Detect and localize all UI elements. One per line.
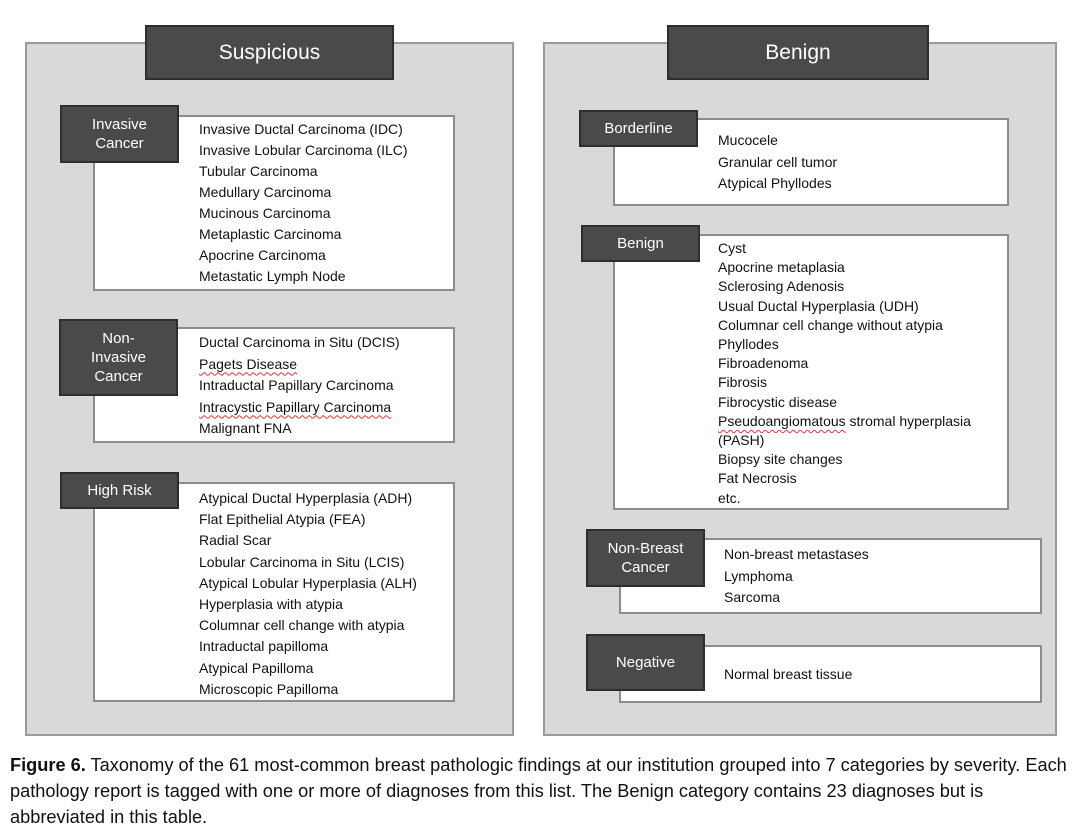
- list-item: Phyllodes: [718, 336, 779, 353]
- list-item: Non-breast metastases: [724, 546, 869, 562]
- list-item: Malignant FNA: [199, 420, 292, 436]
- list-item: Columnar cell change without atypia: [718, 316, 943, 333]
- non-breast-cancer-list: Non-breast metastases Lymphoma Sarcoma: [724, 544, 869, 609]
- list-item: Biopsy site changes: [718, 451, 843, 468]
- list-item: Mucocele: [718, 132, 778, 148]
- non-breast-cancer-tag: Non-Breast Cancer: [586, 529, 705, 587]
- invasive-cancer-list: Invasive Ductal Carcinoma (IDC) Invasive…: [199, 119, 408, 287]
- figure-caption-text: Taxonomy of the 61 most-common breast pa…: [10, 755, 1067, 827]
- benign-tag: Benign: [581, 225, 700, 262]
- list-item: Atypical Lobular Hyperplasia (ALH): [199, 574, 417, 591]
- list-item: Sclerosing Adenosis: [718, 278, 845, 295]
- list-item: Granular cell tumor: [718, 153, 838, 170]
- high-risk-box: [93, 482, 455, 702]
- list-item: (PASH): [718, 432, 765, 449]
- benign-header: Benign: [667, 25, 929, 80]
- list-item: Microscopic Papilloma: [199, 680, 339, 697]
- list-item: Ductal Carcinoma in Situ (DCIS): [199, 334, 400, 350]
- invasive-cancer-tag: Invasive Cancer: [60, 105, 179, 163]
- list-item: Radial Scar: [199, 532, 272, 549]
- list-item: Sarcoma: [724, 589, 781, 605]
- list-item: Metaplastic Carcinoma: [199, 226, 342, 242]
- list-item: Intracystic Papillary Carcinoma: [199, 398, 392, 415]
- list-item: Flat Epithelial Atypia (FEA): [199, 511, 366, 528]
- list-item: Pagets Disease: [199, 355, 298, 372]
- list-item: Usual Ductal Hyperplasia (UDH): [718, 297, 919, 314]
- non-invasive-cancer-list: Ductal Carcinoma in Situ (DCIS) Pagets D…: [199, 332, 400, 440]
- list-item: Atypical Papilloma: [199, 659, 314, 676]
- list-item: Atypical Phyllodes: [718, 175, 832, 191]
- list-item: Apocrine metaplasia: [718, 259, 845, 276]
- list-item: Mucinous Carcinoma: [199, 205, 331, 221]
- negative-tag: Negative: [586, 634, 705, 691]
- list-item: Tubular Carcinoma: [199, 163, 318, 179]
- borderline-tag: Borderline: [579, 110, 698, 147]
- list-item: Pseudoangiomatous stromal hyperplasia: [718, 412, 971, 429]
- list-item: Fat Necrosis: [718, 470, 797, 487]
- list-item: Lymphoma: [724, 567, 793, 584]
- non-invasive-cancer-tag: Non- Invasive Cancer: [59, 319, 178, 396]
- high-risk-list: Atypical Ductal Hyperplasia (ADH) Flat E…: [199, 488, 417, 700]
- high-risk-tag: High Risk: [60, 472, 179, 509]
- figure-label: Figure 6.: [10, 755, 86, 775]
- negative-list: Normal breast tissue: [724, 664, 852, 685]
- list-item: Atypical Ductal Hyperplasia (ADH): [199, 490, 413, 506]
- benign-box: [613, 234, 1009, 510]
- list-item: Metastatic Lymph Node: [199, 268, 346, 284]
- list-item: Intraductal papilloma: [199, 638, 329, 655]
- borderline-list: Mucocele Granular cell tumor Atypical Ph…: [718, 130, 837, 195]
- list-item: etc.: [718, 489, 741, 506]
- list-item: Lobular Carcinoma in Situ (LCIS): [199, 553, 405, 570]
- suspicious-header: Suspicious: [145, 25, 394, 80]
- list-item: Medullary Carcinoma: [199, 184, 332, 200]
- list-item: Fibroadenoma: [718, 355, 809, 372]
- list-item: Invasive Lobular Carcinoma (ILC): [199, 142, 408, 158]
- list-item: Normal breast tissue: [724, 666, 853, 682]
- list-item: Hyperplasia with atypia: [199, 596, 343, 613]
- list-item: Cyst: [718, 240, 746, 256]
- list-item: Intraductal Papillary Carcinoma: [199, 377, 394, 393]
- figure-caption: Figure 6. Taxonomy of the 61 most-common…: [10, 752, 1070, 830]
- list-item: Apocrine Carcinoma: [199, 247, 326, 263]
- list-item: Fibrocystic disease: [718, 393, 838, 410]
- list-item: Columnar cell change with atypia: [199, 617, 405, 634]
- list-item: Fibrosis: [718, 374, 768, 391]
- list-item: Invasive Ductal Carcinoma (IDC): [199, 121, 403, 137]
- benign-list: Cyst Apocrine metaplasia Sclerosing Aden…: [718, 239, 971, 508]
